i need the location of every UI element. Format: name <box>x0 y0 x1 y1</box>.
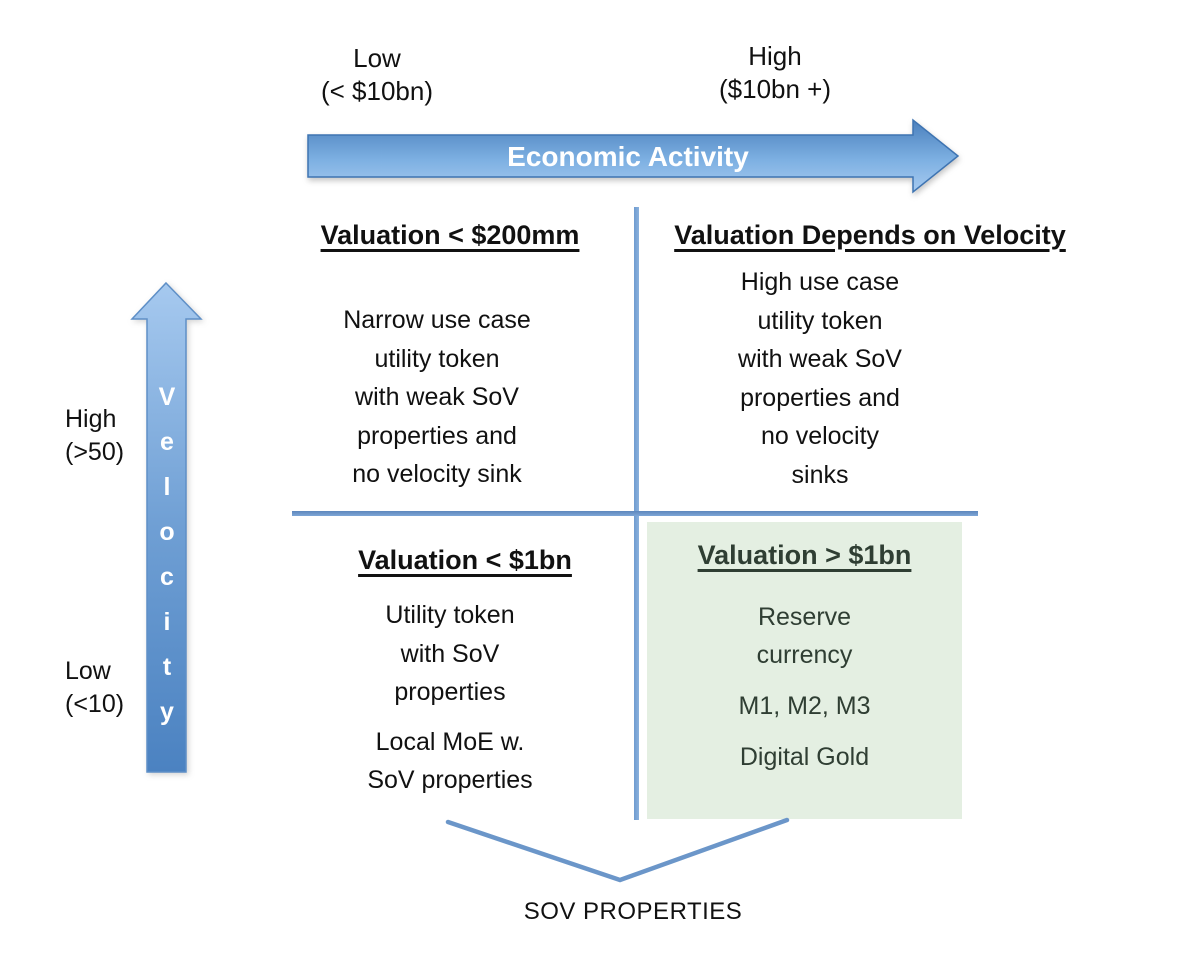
quadrant-bottom-right-highlight: Valuation > $1bn Reserve currency M1, M2… <box>647 522 962 819</box>
y-axis-tick-high: High (>50) <box>65 405 125 466</box>
x-axis-label: Economic Activity <box>507 141 749 172</box>
quadrant-bottom-right-item: M1, M2, M3 <box>738 692 871 720</box>
quadrant-bottom-right-body: Reserve currency M1, M2, M3 Digital Gold <box>647 598 962 789</box>
quadrant-bottom-right-title: Valuation > $1bn <box>697 540 912 570</box>
quadrant-top-right-title: Valuation Depends on Velocity <box>674 220 1066 250</box>
x-axis-tick-low: Low (< $10bn) <box>320 43 434 106</box>
quadrant-bottom-left-body: Utility token with SoV properties Local … <box>300 596 600 811</box>
quadrant-bottom-right-item: Digital Gold <box>739 743 870 771</box>
matrix-horizontal-divider <box>292 511 978 516</box>
economic-activity-arrow-shape <box>307 118 960 194</box>
velocity-arrow-shape <box>130 281 203 773</box>
quadrant-bottom-left-title: Valuation < $1bn <box>358 545 572 575</box>
quadrant-bottom-right-item: Reserve currency <box>756 603 853 669</box>
sov-properties-chevron-icon <box>445 817 790 883</box>
y-axis-tick-low: Low (<10) <box>65 657 125 718</box>
velocity-arrow-icon <box>130 281 203 773</box>
quadrant-top-left-body: Narrow use case utility token with weak … <box>343 306 531 488</box>
quadrant-top-right-body: High use case utility token with weak So… <box>738 268 902 489</box>
y-axis-label: Velocity <box>153 383 181 743</box>
sov-properties-label: SOV PROPERTIES <box>523 898 743 925</box>
quadrant-bottom-left-paragraph: Utility token with SoV properties <box>385 601 515 706</box>
quadrant-top-left-title: Valuation < $200mm <box>320 220 580 250</box>
economic-activity-arrow-icon: Economic Activity <box>307 118 960 194</box>
chevron-shape <box>445 817 790 883</box>
quadrant-bottom-left-paragraph: Local MoE w. SoV properties <box>367 727 533 795</box>
x-axis-tick-high: High ($10bn +) <box>718 41 832 104</box>
